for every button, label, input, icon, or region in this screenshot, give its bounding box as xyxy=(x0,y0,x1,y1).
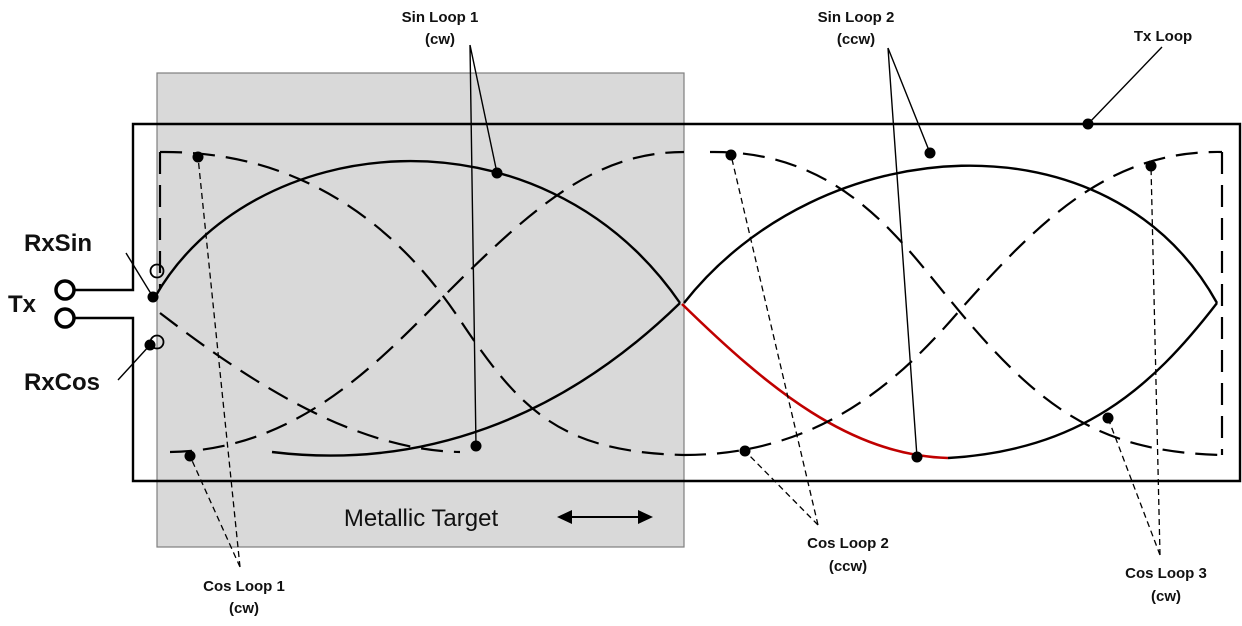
tx-loop-label: Tx Loop xyxy=(1134,28,1192,45)
sin-loop-1-dot-upper xyxy=(491,167,503,179)
cos-loop-2-dot-upper xyxy=(725,149,737,161)
sin-loop-2-direction: (ccw) xyxy=(837,31,875,48)
rx-sin-leader xyxy=(125,252,154,298)
cos-loop-2-dot-lower xyxy=(739,445,751,457)
cos-loop-1-dashed-trace xyxy=(159,150,685,457)
rx-sin-terminal-icon xyxy=(149,263,165,279)
tx-loop-dot xyxy=(1082,118,1094,130)
cos-loop-2-leader xyxy=(730,154,819,526)
rx-cos-label: RxCos xyxy=(24,369,100,396)
sin-loop-2-leader xyxy=(887,47,931,458)
sin-loop-2-upper-trace xyxy=(683,164,1219,304)
sin-loop-1-dot-lower xyxy=(470,440,482,452)
cos-loop-1-dot-lower xyxy=(184,450,196,462)
cos-loop-3-label: Cos Loop 3 xyxy=(1125,565,1207,582)
cos-loop-3-direction: (cw) xyxy=(1151,588,1181,605)
sin-loop-1-trace xyxy=(153,160,681,304)
cos-loop-1-leader xyxy=(189,156,241,568)
cos-loop-2-label: Cos Loop 2 xyxy=(807,535,889,552)
tx-loop-leader xyxy=(1087,46,1163,125)
cos-loop-1-direction: (cw) xyxy=(229,600,259,617)
sin-loop-1-lower-trace xyxy=(271,302,681,457)
tx-terminal-top-icon xyxy=(54,279,76,301)
metallic-target-box xyxy=(156,72,685,548)
cos-loop-3-dot-upper xyxy=(1145,160,1157,172)
tx-loop-trace xyxy=(75,122,1242,483)
metallic-target-label: Metallic Target xyxy=(344,505,499,532)
cos-loop-1-label: Cos Loop 1 xyxy=(203,578,285,595)
sin-loop-1-label: Sin Loop 1 xyxy=(402,9,479,26)
cos-loop-2-dashed-trace xyxy=(709,150,1223,457)
tx-label: Tx xyxy=(8,291,37,318)
cos-loop-3-leader xyxy=(1107,165,1161,556)
sin-loop-2-label: Sin Loop 2 xyxy=(818,9,895,26)
sin-loop-2-dot-upper xyxy=(924,147,936,159)
rx-sin-dot xyxy=(147,291,159,303)
cos-loop-1b-dashed-trace xyxy=(169,150,685,454)
rx-sin-label: RxSin xyxy=(24,230,92,257)
sin-loop-2-lower-trace xyxy=(947,302,1218,460)
rx-cos-leader xyxy=(117,344,151,381)
cos-loop-1-dot-upper xyxy=(192,151,204,163)
sin-loop-1-direction: (cw) xyxy=(425,31,455,48)
sin-loop-highlight-trace xyxy=(681,303,949,460)
sin-loop-1-leader xyxy=(469,44,498,447)
sin-loop-2-dot-lower xyxy=(911,451,923,463)
double-headed-arrow-icon xyxy=(557,510,653,524)
cos-loop-3-dot-lower xyxy=(1102,412,1114,424)
rx-cos-dot xyxy=(144,339,156,351)
tx-terminal-bottom-icon xyxy=(54,307,76,329)
cos-loop-2-direction: (ccw) xyxy=(829,558,867,575)
